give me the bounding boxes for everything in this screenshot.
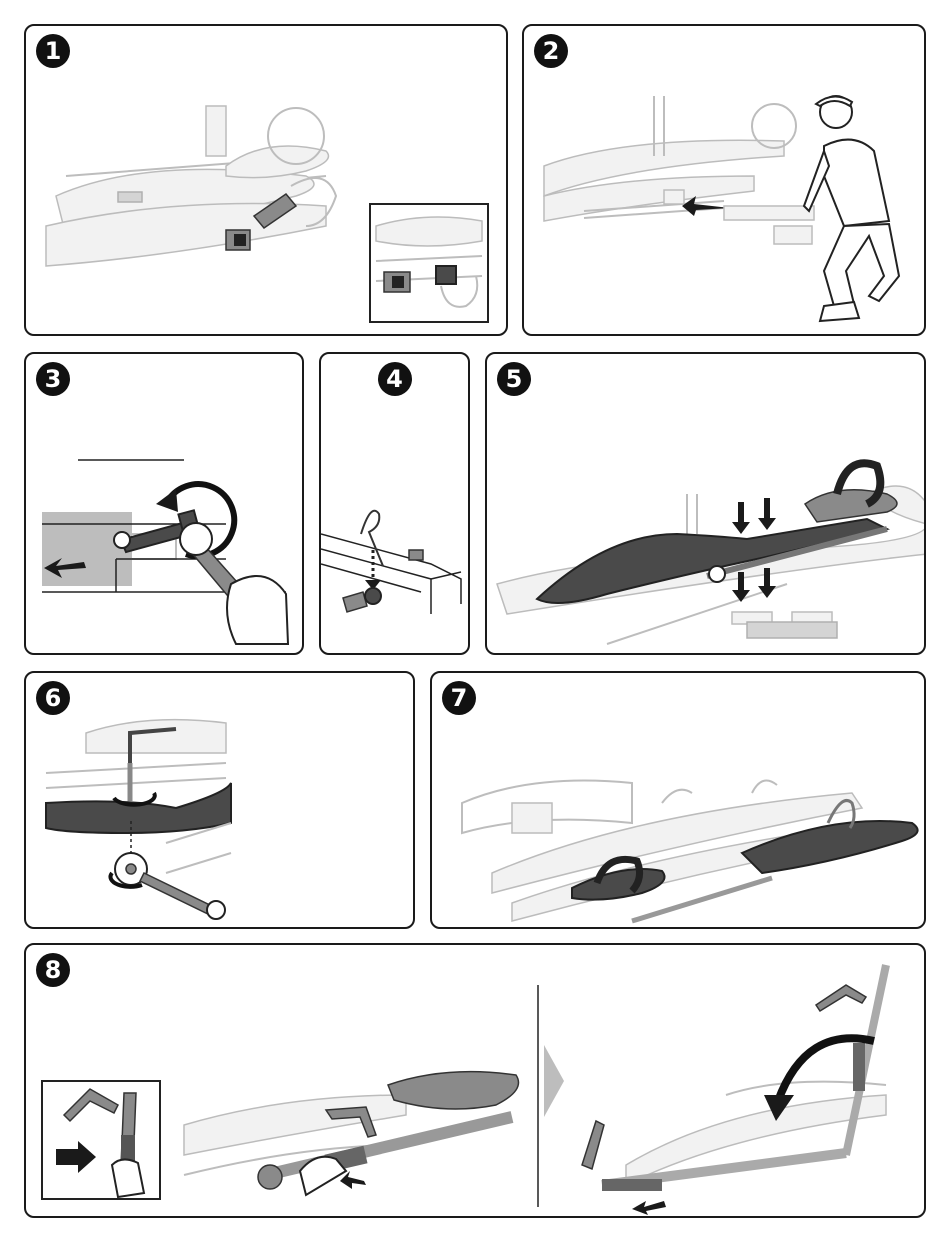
step-6-number: 6 xyxy=(36,681,70,715)
step-3-number: 3 xyxy=(36,362,70,396)
step-7-panel: 7 xyxy=(430,671,926,929)
step-8-number: 8 xyxy=(36,953,70,987)
step-4-illustration xyxy=(321,354,470,655)
step-1-number: 1 xyxy=(36,34,70,68)
step-5-illustration xyxy=(487,354,926,655)
step-7-number: 7 xyxy=(442,681,476,715)
step-5-number: 5 xyxy=(497,362,531,396)
step-6-illustration xyxy=(26,673,415,929)
step-8-illustration xyxy=(26,945,926,1218)
hitch-pin-icon xyxy=(343,511,383,612)
step-7-illustration xyxy=(432,673,926,929)
step-4-panel: 4 xyxy=(319,352,470,655)
step-8-panel: 8 xyxy=(24,943,926,1218)
step-2-panel: 2 xyxy=(522,24,926,336)
step-1-illustration xyxy=(26,26,508,336)
step-8-sequence-arrow xyxy=(544,1045,564,1117)
step-3-illustration xyxy=(26,354,304,655)
step-4-number: 4 xyxy=(378,362,412,396)
step-1-panel: 1 xyxy=(24,24,508,336)
step-3-panel: 3 xyxy=(24,352,304,655)
direction-arrow-icon xyxy=(632,1201,666,1215)
step-2-illustration xyxy=(524,26,926,336)
step-6-panel: 6 xyxy=(24,671,415,929)
step-5-panel: 5 xyxy=(485,352,926,655)
step-2-number: 2 xyxy=(534,34,568,68)
wrench-icon xyxy=(140,873,225,919)
direction-arrow-icon xyxy=(340,1171,366,1189)
